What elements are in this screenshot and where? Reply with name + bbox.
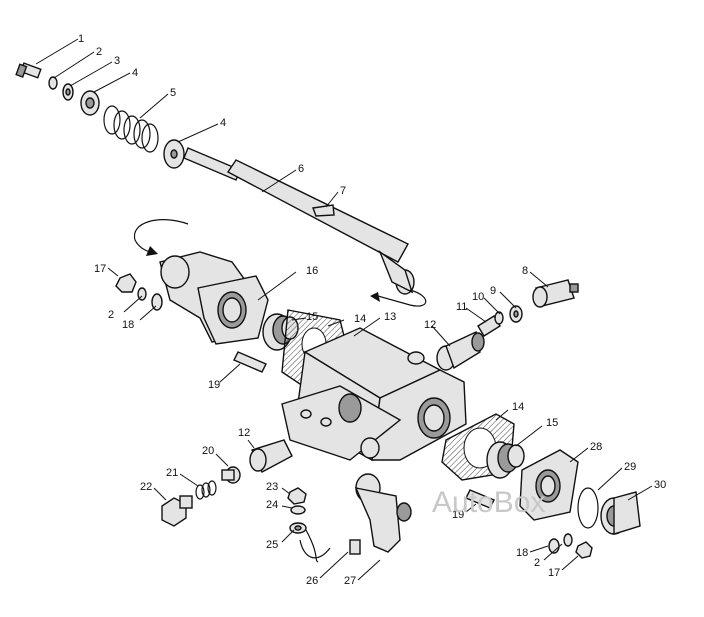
washer-part-4-lower	[163, 139, 185, 169]
nut-part-17-right	[575, 541, 593, 559]
callout-8: 8	[522, 265, 528, 277]
callout-4-lower: 4	[220, 117, 226, 129]
callout-7: 7	[340, 185, 346, 197]
callout-12-upper: 12	[424, 319, 436, 331]
rotation-arrow-right	[370, 289, 427, 307]
wire-part-26	[299, 529, 361, 563]
callout-27: 27	[344, 575, 356, 587]
stud-part-19-left	[233, 351, 267, 373]
callout-26: 26	[306, 575, 318, 587]
callout-15-left: 15	[306, 311, 318, 323]
spring-part-5	[103, 105, 159, 153]
callout-25: 25	[266, 539, 278, 551]
callout-2-right: 2	[534, 557, 540, 569]
callout-22: 22	[140, 481, 152, 493]
washer-part-2-top	[48, 76, 58, 90]
callout-21: 21	[166, 467, 178, 479]
flange-housing-part-16	[159, 251, 269, 345]
callout-18-left: 18	[122, 319, 134, 331]
callout-23: 23	[266, 481, 278, 493]
callout-1: 1	[78, 33, 84, 45]
leader-lines	[35, 38, 653, 581]
sleeve-part-11	[477, 315, 501, 337]
callout-18-right: 18	[516, 547, 528, 559]
callout-5: 5	[170, 87, 176, 99]
callout-24: 24	[266, 499, 278, 511]
ring-part-10	[494, 311, 504, 325]
washer-part-24	[290, 505, 306, 515]
bearing-part-15-right	[486, 441, 525, 479]
stud-part-19-right	[465, 489, 495, 509]
callout-13: 13	[384, 311, 396, 323]
callout-2-top: 2	[96, 46, 102, 58]
spring-part-21	[195, 480, 217, 500]
callout-19-right: 19	[452, 509, 464, 521]
bolt-part-1	[15, 62, 42, 79]
callout-6: 6	[298, 163, 304, 175]
callout-14-left: 14	[354, 313, 366, 325]
callout-2-left: 2	[108, 309, 114, 321]
callout-11: 11	[456, 301, 467, 313]
washer-part-2-left	[137, 287, 147, 301]
fitting-part-12-upper	[436, 330, 485, 371]
callout-14-right: 14	[512, 401, 524, 413]
flange-part-28	[519, 449, 579, 521]
washer-part-2-right	[563, 533, 573, 547]
callout-28: 28	[590, 441, 602, 453]
callout-12-lower: 12	[238, 427, 250, 439]
nut-part-17-left	[115, 273, 137, 293]
callout-19-left: 19	[208, 379, 220, 391]
rotation-arrow-left	[133, 219, 189, 256]
callout-15-right: 15	[546, 417, 558, 429]
shift-fork-part-27	[354, 473, 412, 553]
callout-9: 9	[490, 285, 496, 297]
spring-seat-part-4-upper	[80, 90, 100, 116]
callout-29: 29	[624, 461, 636, 473]
callout-10: 10	[472, 291, 484, 303]
bearing-part-30	[600, 491, 641, 535]
fitting-part-12-lower	[249, 439, 293, 473]
plug-part-20	[221, 466, 241, 484]
callout-20: 20	[202, 445, 214, 457]
callout-4-upper: 4	[132, 67, 138, 79]
callout-17-right: 17	[548, 567, 560, 579]
washer-part-18-left	[151, 293, 163, 311]
callout-30: 30	[654, 479, 666, 491]
gearbox-housing-part-13	[281, 327, 467, 462]
nut-part-9	[509, 305, 523, 323]
nut-part-23	[287, 487, 307, 505]
callout-3: 3	[114, 55, 120, 67]
callout-17-left: 17	[94, 263, 106, 275]
callout-16: 16	[306, 265, 318, 277]
washer-part-3	[62, 83, 74, 101]
callout-labels: 1 2 3 4 5 4 6 7 8 9 10 11 12 13 14 15 16…	[78, 33, 666, 587]
watermark-text: AutoBox	[432, 486, 545, 519]
sensor-part-8	[532, 279, 579, 308]
circlip-part-29	[577, 487, 599, 529]
bolt-part-22	[161, 495, 193, 527]
